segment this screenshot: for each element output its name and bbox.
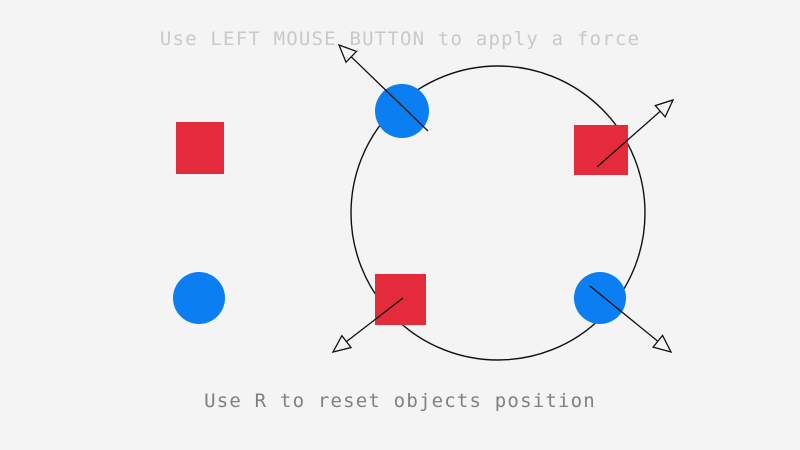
body-square-top-left[interactable] <box>176 122 224 174</box>
body-circle-top-center[interactable] <box>375 84 429 138</box>
arrowhead-icon <box>651 334 673 354</box>
constraint-circle <box>350 65 646 361</box>
body-circle-bottom-left[interactable] <box>173 272 225 324</box>
arrowhead-icon <box>654 98 675 119</box>
hint-text-apply-force: Use LEFT MOUSE BUTTON to apply a force <box>159 28 641 50</box>
force-vector-bottom-right-circle <box>589 285 673 354</box>
hint-text-reset-objects: Use R to reset objects position <box>204 390 596 412</box>
arrowhead-icon <box>331 334 353 353</box>
arrowhead-icon <box>337 43 358 64</box>
force-vector-bottom-center-square <box>331 297 404 353</box>
body-circle-bottom-right[interactable] <box>574 272 626 324</box>
force-vector-top-right-square <box>596 98 675 168</box>
body-square-top-right[interactable] <box>574 125 628 175</box>
force-vector-top-circle <box>337 43 429 132</box>
